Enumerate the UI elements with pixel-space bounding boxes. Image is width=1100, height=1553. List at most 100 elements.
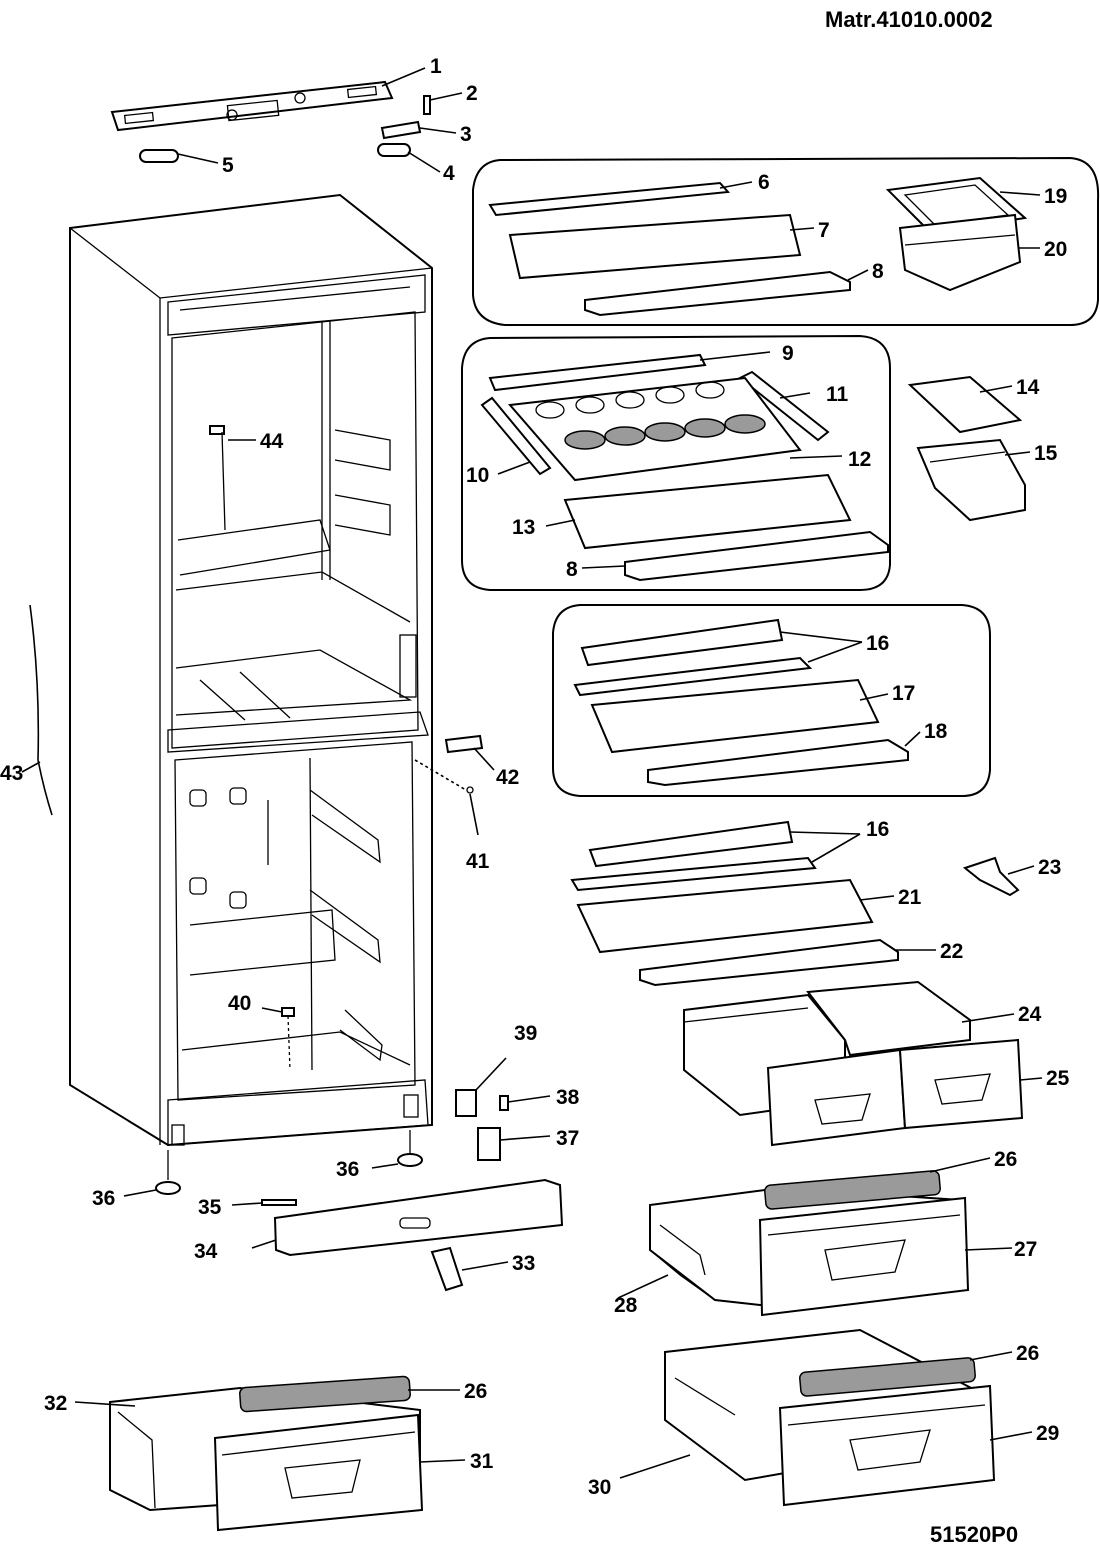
handle-strip-part-26-c [799,1357,976,1397]
callout-1: 1 [430,55,442,78]
callout-6: 6 [758,171,770,194]
callout-11: 11 [826,383,849,406]
callout-39: 39 [514,1022,537,1045]
egg-tray-part-12 [508,376,802,482]
rail-part-10 [480,396,552,476]
callout-23: 23 [1038,856,1061,879]
callout-29: 29 [1036,1422,1059,1445]
callout-12: 12 [848,448,871,471]
shelf-trim-part-8 [584,270,851,317]
bracket-part-3 [380,120,422,140]
callout-28: 28 [614,1294,638,1317]
callout-15: 15 [1034,442,1058,465]
crisper-lid-part-14 [907,375,1023,434]
refrigerator-cabinet [69,193,433,1147]
callout-26: 26 [994,1148,1017,1171]
freezer-drawer-front-part-29 [778,1384,996,1507]
shelf-trim-part-8-b [624,530,889,582]
freezer-drawer-front-part-31 [213,1413,424,1532]
knob-part-4 [377,143,411,157]
callout-16: 16 [866,632,889,655]
callout-7: 7 [818,219,830,242]
callout-27: 27 [1014,1238,1037,1261]
group-box-egg-shelf [461,334,891,591]
lamp-holder-part-39 [455,1089,477,1117]
crisper-front-part-25 [766,1038,1024,1147]
callout-41: 41 [466,850,490,873]
freezer-drawer-front-part-27 [758,1196,970,1317]
callout-40: 40 [228,992,251,1015]
rail-part-11 [738,370,830,442]
handle-strip-part-26-b [239,1375,411,1413]
callout-24: 24 [1018,1003,1042,1026]
callout-43: 43 [0,762,23,785]
shelf-trim-part-22 [639,938,899,987]
thermostat-part-44 [209,425,226,531]
clip-part-33 [430,1246,464,1292]
shelf-trim-part-9 [488,353,707,392]
crisper-box-part-15 [916,438,1026,522]
glass-shelf-part-13 [563,473,852,550]
door-gasket-part-43 [29,604,53,816]
callout-16-b: 16 [866,818,889,841]
callout-35: 35 [198,1196,222,1219]
material-code: Matr.41010.0002 [825,7,993,32]
callout-34: 34 [194,1240,218,1263]
callout-42: 42 [496,766,519,789]
callout-37: 37 [556,1127,579,1150]
lamp-cover-part-5 [139,149,179,163]
handle-strip-part-26 [764,1170,941,1210]
callout-26-c: 26 [1016,1342,1039,1365]
callout-21: 21 [898,886,922,909]
callout-14: 14 [1016,376,1040,399]
callout-20: 20 [1044,238,1067,261]
screw-part-2 [423,95,431,115]
callout-36-left: 36 [92,1187,115,1210]
glass-shelf-part-17 [590,678,880,754]
hinge-part-42 [444,734,484,754]
plinth-grille-part-34 [273,1178,564,1257]
control-panel [110,80,394,132]
callout-22: 22 [940,940,963,963]
lamp-socket-part-37 [477,1127,501,1161]
callout-19: 19 [1044,185,1067,208]
callout-8: 8 [872,260,884,283]
shelf-rear-part-16 [573,656,813,697]
callout-13: 13 [512,516,535,539]
callout-3: 3 [460,123,472,146]
bracket-part-23 [962,856,1020,897]
shelf-front-part-16 [580,618,784,667]
callout-5: 5 [222,154,234,177]
callout-9: 9 [782,342,794,365]
screw-part-41 [466,786,474,794]
callout-17: 17 [892,682,915,705]
drawing-code: 51520P0 [930,1522,1018,1547]
callout-32: 32 [44,1392,67,1415]
callout-2: 2 [466,82,478,105]
adjustable-foot-part-36-right [397,1130,423,1167]
callout-4: 4 [443,162,455,185]
glass-shelf-part-21 [576,878,874,954]
callout-30: 30 [588,1476,611,1499]
callout-36-right: 36 [336,1158,359,1181]
bulb-part-38 [499,1095,509,1111]
callout-10: 10 [466,464,489,487]
glass-shelf-part-7 [508,213,802,280]
drain-part-40 [281,1007,295,1017]
shelf-trim-part-6 [488,181,731,217]
callout-18: 18 [924,720,948,743]
callout-38: 38 [556,1086,580,1109]
callout-25: 25 [1046,1067,1070,1090]
group-box-door-shelf [472,156,1100,326]
adjustable-foot-part-36-left [155,1150,181,1195]
group-box-glass-shelf [552,604,991,797]
callout-31: 31 [470,1450,494,1473]
callout-33: 33 [512,1252,535,1275]
shelf-front-part-16-b [588,820,794,868]
callout-labels: 1 2 3 4 5 6 7 8 19 20 9 11 10 12 13 8 14… [0,55,1070,1499]
butter-box-part-20 [898,213,1022,292]
callout-8-b: 8 [566,558,578,581]
shelf-rear-part-16-b [570,856,817,892]
callout-26-b: 26 [464,1380,487,1403]
